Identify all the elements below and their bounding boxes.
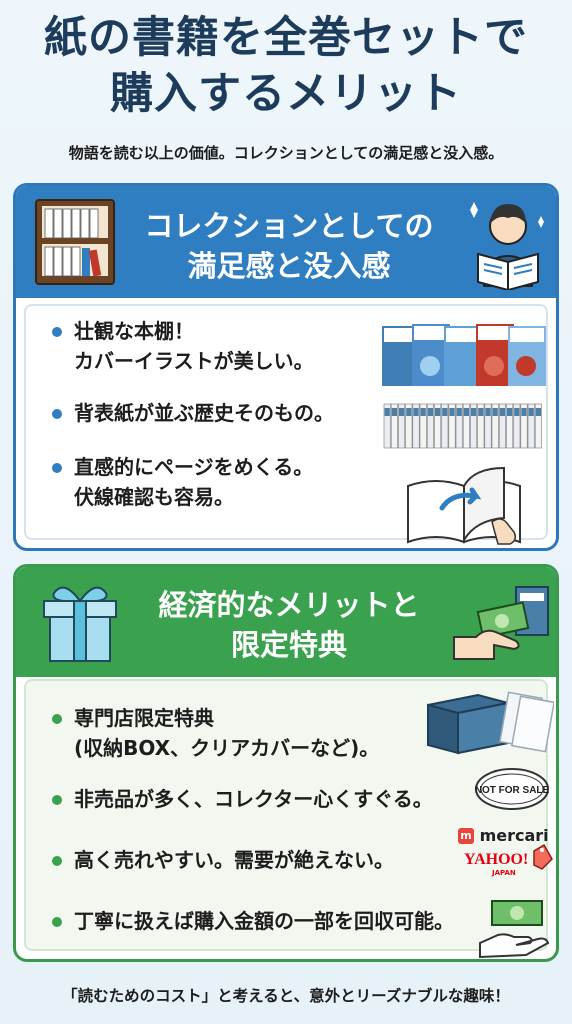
book-spine	[462, 403, 470, 449]
book-spine	[527, 403, 535, 449]
book-spine	[498, 403, 506, 449]
book-spine	[419, 403, 427, 449]
storage-box-icon	[427, 691, 554, 755]
book-spine	[513, 403, 521, 449]
footer-note: 「読むためのコスト」と考えると、意外とリーズナブルな趣味！	[62, 987, 510, 1005]
not-for-sale-stamp-icon: NOT FOR SALE	[475, 768, 550, 810]
book-spine-label	[413, 408, 419, 416]
bullet-dot	[52, 463, 62, 473]
reader-icon	[470, 202, 544, 290]
book-spine-label	[456, 408, 462, 416]
collection-heading-line1: コレクションとしての	[144, 209, 434, 243]
yahoo-text: YAHOO!	[464, 851, 529, 868]
book-spine-label	[471, 408, 477, 416]
economic-heading-line2: 限定特典	[230, 628, 347, 662]
yahoo-sub-text: JAPAN	[492, 869, 516, 877]
bookshelf-icon	[35, 199, 115, 285]
mercari-mark-icon: m	[458, 827, 474, 844]
book-spine	[434, 403, 442, 449]
book-spine-label	[391, 408, 397, 416]
book-spine	[470, 403, 478, 449]
economic-heading-line1: 経済的なメリットと	[158, 588, 420, 622]
book-spine-label	[535, 408, 541, 416]
bullet-dot	[52, 714, 62, 724]
collection-heading: コレクションとしての 満足感と没入感	[126, 206, 452, 286]
book-spine	[506, 403, 514, 449]
book-spine	[455, 403, 463, 449]
page-title: 紙の書籍を全巻セットで 購入するメリット	[0, 10, 572, 122]
book-spine-label	[507, 408, 513, 416]
book-spine-label	[435, 408, 441, 416]
book-spine-label	[406, 408, 412, 416]
book-spine-label	[521, 408, 527, 416]
book-spine-label	[420, 408, 426, 416]
book-spine	[477, 403, 485, 449]
book-spine-label	[528, 408, 534, 416]
page-subtitle: 物語を読む以上の価値。コレクションとしての満足感と没入感。	[68, 144, 504, 162]
bullet-dot	[52, 327, 62, 337]
economic-heading: 経済的なメリットと 限定特典	[126, 585, 452, 665]
book-spine	[534, 403, 542, 449]
page-turn-icon	[407, 466, 521, 545]
book-spine	[441, 403, 449, 449]
book-spine	[520, 403, 528, 449]
book-spine-label	[485, 408, 491, 416]
bullet-dot	[52, 795, 62, 805]
cash-hand-icon	[479, 900, 550, 959]
book-spine	[398, 403, 406, 449]
book-spine	[484, 403, 492, 449]
collection-card-header: コレクションとしての 満足感と没入感	[16, 186, 556, 298]
manga-covers-icon	[382, 324, 546, 386]
book-spine-label	[449, 408, 455, 416]
economic-card: 経済的なメリットと 限定特典 専門店限定特典(収納BOX、クリアカバーなど)。 …	[13, 564, 559, 962]
collection-card: コレクションとしての 満足感と没入感 壮観な本棚！カバーイラストが美しい。 背表…	[13, 183, 559, 551]
collection-heading-line2: 満足感と没入感	[187, 249, 391, 283]
collection-card-body: 壮観な本棚！カバーイラストが美しい。 背表紙が並ぶ歴史そのもの。 直感的にページ…	[24, 304, 548, 545]
page-title-line1: 紙の書籍を全巻セットで	[44, 13, 528, 63]
book-spine-label	[442, 408, 448, 416]
book-spine-label	[514, 408, 520, 416]
book-spine-label	[427, 408, 433, 416]
book-spine-label	[463, 408, 469, 416]
book-spine-label	[399, 408, 405, 416]
price-tag-icon	[533, 843, 553, 870]
stamp-text: NOT FOR SALE	[475, 785, 550, 796]
book-spine	[448, 403, 456, 449]
book-spine-label	[478, 408, 484, 416]
book-spines-icon	[383, 403, 542, 449]
mercari-text: mercari	[479, 826, 549, 845]
book-spine	[383, 403, 391, 449]
bullet-dot	[52, 856, 62, 866]
economic-card-header: 経済的なメリットと 限定特典	[16, 567, 556, 677]
bullet-dot	[52, 917, 62, 927]
book-spine-label	[499, 408, 505, 416]
book-spine	[390, 403, 398, 449]
yahoo-logo: YAHOO! JAPAN	[464, 851, 528, 877]
money-hand-icon	[453, 586, 549, 660]
gift-box-icon	[43, 586, 117, 662]
book-spine-label	[384, 408, 390, 416]
book-spine-label	[492, 408, 498, 416]
bullet-dot	[52, 409, 62, 419]
mercari-logo: m mercari	[458, 825, 549, 845]
book-spine	[491, 403, 499, 449]
page-title-line2: 購入するメリット	[110, 69, 462, 119]
economic-card-body: 専門店限定特典(収納BOX、クリアカバーなど)。 非売品が多く、コレクター心くす…	[24, 679, 554, 959]
book-spine	[412, 403, 420, 449]
book-spine	[405, 403, 413, 449]
book-spine	[426, 403, 434, 449]
